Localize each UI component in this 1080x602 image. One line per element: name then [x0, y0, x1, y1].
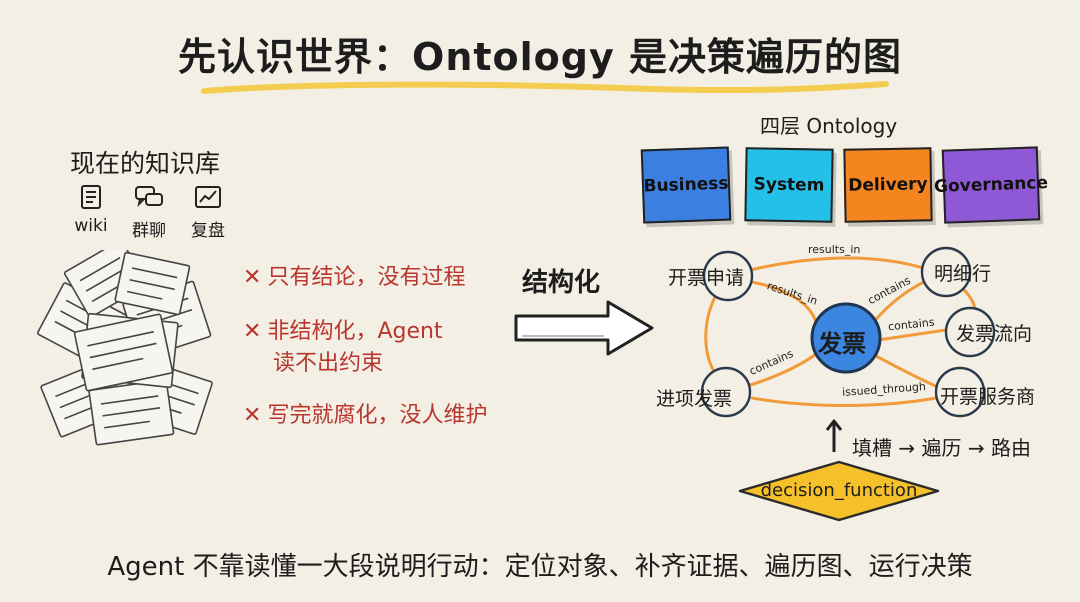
- layer-label: System: [753, 174, 825, 196]
- source-label: 群聊: [132, 221, 166, 241]
- edge-apply-detail: [748, 256, 932, 272]
- layer-note-governance: Governance: [934, 146, 1048, 224]
- page-title: 先认识世界：Ontology 是决策遍历的图: [178, 35, 902, 79]
- node-invoice-application: 开票申请: [668, 267, 745, 289]
- source-chat: 群聊: [116, 184, 182, 241]
- source-label: 复盘: [191, 221, 225, 241]
- edge-input-provider: [750, 396, 938, 407]
- traversal-steps: 填槽 → 遍历 → 路由: [852, 436, 1031, 460]
- knowledge-base-title: 现在的知识库: [70, 149, 221, 178]
- big-right-arrow: [514, 300, 654, 356]
- document-icon: [81, 185, 101, 209]
- center-node-circle: [810, 302, 882, 374]
- title-underline: [201, 81, 889, 94]
- node-detail-line: 明细行: [934, 263, 992, 285]
- structure-label: 结构化: [522, 268, 601, 298]
- con-text: 非结构化，Agent: [267, 319, 443, 344]
- layers-title: 四层 Ontology: [760, 114, 898, 138]
- edge-center-flow: [876, 328, 948, 342]
- node-ring-apply: [702, 250, 754, 302]
- layer-note-system: System: [744, 147, 834, 223]
- layer-label: Delivery: [848, 174, 928, 196]
- cross-icon: ✕: [243, 403, 262, 428]
- layer-note-business: Business: [640, 146, 732, 224]
- layer-note-delivery: Delivery: [843, 147, 933, 223]
- node-ring-provider: [934, 366, 986, 418]
- con-item-1: ✕只有结论，没有过程: [243, 262, 465, 294]
- node-ring-flow: [944, 306, 996, 358]
- decision-function-label: decision_function: [760, 480, 918, 501]
- edge-label-top: results_in: [808, 243, 861, 256]
- layer-label: Business: [643, 173, 729, 197]
- con-item-2: ✕非结构化，Agent 读不出约束: [243, 316, 443, 380]
- chart-icon: [195, 186, 221, 208]
- con-item-3: ✕写完就腐化，没人维护: [243, 400, 487, 432]
- source-label: wiki: [74, 216, 108, 236]
- edge-center-provider: [874, 354, 942, 390]
- con-text: 写完就腐化，没人维护: [267, 403, 488, 428]
- decision-diamond: [738, 460, 940, 522]
- con-text-line2: 读不出约束: [273, 351, 384, 376]
- node-invoice-provider: 开票服务商: [940, 386, 1036, 408]
- bottom-summary: Agent 不靠读懂一大段说明行动：定位对象、补齐证据、遍历图、运行决策: [107, 552, 973, 582]
- con-text: 只有结论，没有过程: [267, 265, 466, 290]
- source-wiki: wiki: [58, 184, 124, 236]
- node-invoice-flow: 发票流向: [956, 323, 1033, 345]
- center-node-label: 发票: [818, 330, 866, 358]
- up-arrow-icon: [825, 419, 843, 452]
- paper-pile-illustration: [37, 250, 213, 446]
- ontology-graph: [700, 246, 996, 418]
- cross-icon: ✕: [243, 319, 262, 344]
- source-review: 复盘: [175, 184, 241, 241]
- node-input-invoice: 进项发票: [656, 388, 733, 410]
- edge-apply-input: [704, 286, 722, 382]
- node-ring-input: [700, 366, 752, 418]
- cross-icon: ✕: [243, 265, 262, 290]
- edge-apply-center: [750, 280, 818, 324]
- node-ring-detail: [920, 246, 972, 298]
- chat-icon: [135, 186, 163, 208]
- layer-label: Governance: [933, 173, 1049, 197]
